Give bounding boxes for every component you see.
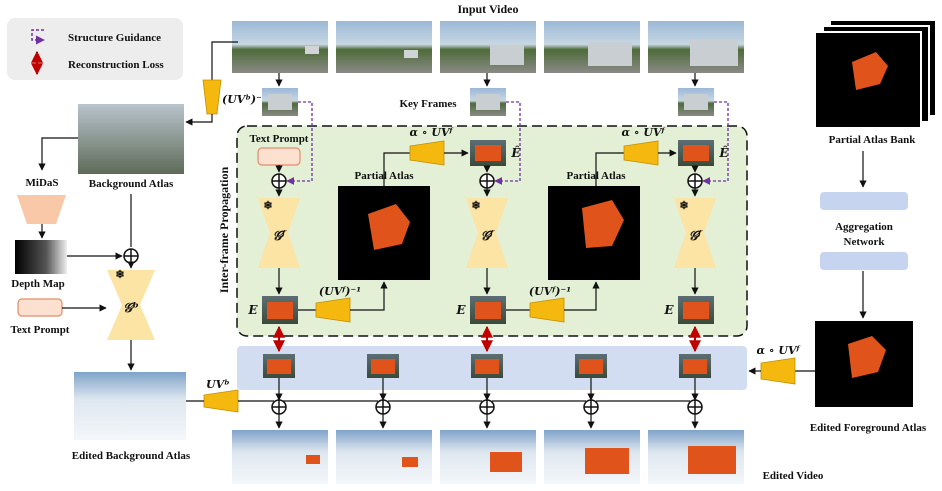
gf-snowflake-icon-3: ❄	[679, 200, 688, 212]
e-label-3: E	[663, 303, 674, 317]
foreground-generator-2	[466, 198, 508, 268]
uv-f-inverse-trapezoid-1	[315, 297, 351, 323]
depth-map-label: Depth Map	[11, 278, 64, 290]
aggregation-network-line1: Aggregation	[835, 221, 893, 233]
gf-snowflake-icon-2: ❄	[471, 200, 480, 212]
midas-label: MiDaS	[26, 177, 59, 189]
alpha-uv-f-trapezoid-2	[623, 140, 659, 166]
key-frames-label: Key Frames	[399, 98, 457, 110]
propagation-plus-nodes	[271, 173, 703, 189]
input-frame-2	[336, 21, 432, 73]
gf-label-1: 𝒢ᶠ	[273, 229, 287, 244]
text-prompt-inner-label: Text Prompt	[250, 133, 309, 145]
bank-car	[852, 52, 888, 90]
legend-reconstruction-loss: Reconstruction Loss	[68, 59, 164, 71]
edited-key-frames-E	[262, 296, 714, 324]
depth-map-image	[15, 240, 67, 274]
uv-b-label: UVᵇ	[206, 378, 230, 391]
e-label-1: E	[247, 303, 258, 317]
legend-structure-guidance: Structure Guidance	[68, 32, 161, 44]
input-car-4	[588, 42, 632, 66]
alpha-uv-f-trapezoid-3	[760, 357, 796, 385]
legend-purple-arrow	[31, 29, 45, 45]
structure-guidance-path-3	[702, 101, 729, 185]
uv-f-inverse-trapezoid-2	[529, 297, 565, 323]
structure-guidance-path-1	[286, 101, 313, 185]
edited-background-atlas-image	[74, 372, 186, 440]
text-prompt-inner-box	[257, 147, 301, 166]
structure-guidance-path-2	[494, 101, 521, 185]
uv-f-inverse-label-2: (UVᶠ)⁻¹	[529, 285, 571, 298]
propagated-frames-E-hat	[470, 140, 714, 166]
partial-atlas-bank	[814, 19, 937, 129]
partial-atlas-bank-label: Partial Atlas Bank	[829, 134, 917, 146]
uv-f-inverse-label-1: (UVᶠ)⁻¹	[319, 285, 361, 298]
legend-box	[7, 18, 183, 80]
input-car-2	[404, 50, 418, 58]
input-video-frames	[232, 21, 744, 73]
input-car-5	[690, 40, 738, 66]
alpha-uv-f-label-1: α ∘ UVᶠ	[410, 126, 454, 139]
inter-frame-propagation-label: Inter-frame Propagation	[217, 167, 231, 294]
gb-snowflake-icon: ❄	[115, 269, 124, 281]
gb-label: 𝒢ᵇ	[123, 301, 139, 316]
edited-background-atlas-label: Edited Background Atlas	[72, 450, 191, 462]
gf-label-2: 𝒢ᶠ	[481, 229, 495, 244]
aggregation-bar-bottom	[820, 252, 908, 270]
midas-trapezoid	[17, 195, 66, 224]
foreground-generator-3	[674, 198, 716, 268]
alpha-uv-f-label-3: α ∘ UVᶠ	[757, 344, 801, 357]
text-prompt-left-box	[17, 298, 63, 317]
input-car-1	[305, 46, 319, 54]
gf-label-3: 𝒢ᶠ	[689, 229, 703, 244]
edited-video-label: Edited Video	[763, 470, 824, 482]
edited-video-frames	[232, 430, 744, 484]
input-video-title: Input Video	[457, 2, 518, 16]
background-atlas-image	[78, 104, 184, 174]
edited-foreground-atlas-label: Edited Foreground Atlas	[810, 422, 927, 434]
input-car-3	[490, 45, 524, 65]
e-hat-label-2: Ê	[718, 145, 729, 160]
aggregation-network-line2: Network	[844, 236, 886, 248]
e-hat-label-1: Ê	[510, 145, 521, 160]
background-generator	[107, 270, 155, 340]
alpha-uv-f-label-2: α ∘ UVᶠ	[622, 126, 666, 139]
uv-b-trapezoid	[203, 389, 239, 413]
alpha-uv-f-trapezoid-1	[409, 140, 445, 166]
text-prompt-left-label: Text Prompt	[11, 324, 70, 336]
uv-b-inverse-label: (UVᵇ)⁻¹	[222, 93, 267, 106]
uv-b-inverse-trapezoid	[202, 79, 222, 115]
strip-car-thumbnails	[263, 354, 711, 378]
composite-plus-row	[271, 399, 703, 415]
gf-snowflake-icon-1: ❄	[263, 200, 272, 212]
aggregation-bar-top	[820, 192, 908, 210]
key-frame-thumbnails	[262, 88, 714, 116]
foreground-generator-1	[258, 198, 300, 268]
background-atlas-label: Background Atlas	[89, 178, 174, 190]
e-label-2: E	[455, 303, 466, 317]
